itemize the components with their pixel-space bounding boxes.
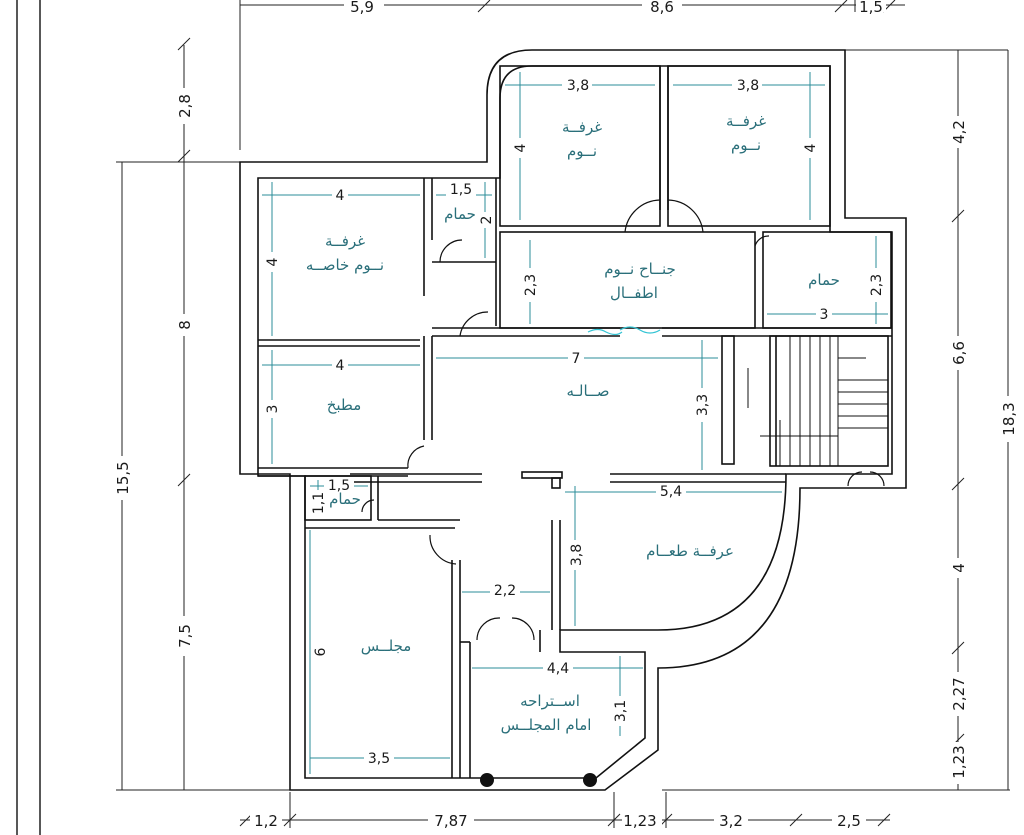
corridor: 2,2: [490, 583, 520, 599]
room-kitchen: 4 3 مطبخ: [264, 357, 361, 418]
room-bedroom-2: 3,8 4 غرفــة نــوم: [726, 78, 819, 158]
bedroom-2-name-2: نــوم: [731, 136, 761, 154]
room-kids-wing: 2,3 جنــاح نــوم اطفــال: [522, 260, 676, 302]
bath-right-name: حمام: [808, 271, 840, 289]
dim-right-2: 6,6: [950, 341, 968, 365]
room-lounge: 4,4 3,1 اســتراحه امام المجلــس: [501, 660, 629, 734]
dim-bottom-5: 2,5: [837, 812, 861, 830]
dim-top-3: 1,5: [859, 0, 883, 16]
private-bedroom-name-2: نــوم خاصــه: [306, 256, 384, 274]
dim-left-inner-1: 2,8: [176, 94, 194, 118]
dim-bottom-1: 1,2: [254, 812, 278, 830]
room-majlis: مجلــس 6 3,5: [312, 637, 411, 767]
dim-right-1: 4,2: [950, 120, 968, 144]
majlis-width: 3,5: [368, 751, 390, 767]
dining-width: 5,4: [660, 484, 682, 500]
bath-top-height: 2: [479, 216, 495, 225]
lounge-name-1: اســتراحه: [520, 692, 580, 710]
bath-top-name: حمام: [444, 205, 476, 223]
room-bath-small: 1,5 1,1 حمام: [310, 478, 361, 516]
room-bath-top: 1,5 2 حمام: [444, 182, 495, 228]
dining-name: عرفــة طعــام: [646, 542, 734, 560]
dim-top-2: 8,6: [650, 0, 674, 16]
bath-top-width: 1,5: [450, 182, 472, 198]
dim-bottom-3: 1,23: [623, 812, 656, 830]
bath-right-height: 2,3: [869, 274, 885, 296]
dim-right-outer: 18,3: [1000, 402, 1018, 435]
bath-right-width: 3: [820, 307, 829, 323]
kitchen-name: مطبخ: [327, 396, 362, 414]
hall-width: 7: [572, 351, 581, 367]
bath-small-width: 1,5: [328, 478, 350, 494]
room-private-bedroom: 4 4 غرفــة نــوم خاصــه: [264, 188, 384, 274]
bath-small-height: 1,1: [311, 492, 327, 514]
doors: [361, 199, 885, 641]
room-bath-right: حمام 2,3 3: [808, 268, 885, 323]
column-marker: [480, 773, 494, 787]
dim-right-3: 4: [950, 563, 968, 573]
dim-left-outer-1: 15,5: [114, 461, 132, 494]
dining-height: 3,8: [569, 544, 585, 566]
bedroom-2-height: 4: [803, 143, 819, 152]
bedroom-1-name-1: غرفــة: [562, 118, 602, 136]
kitchen-height: 3: [265, 405, 281, 414]
private-bedroom-width: 4: [336, 188, 345, 204]
bedroom-1-width: 3,8: [567, 78, 589, 94]
room-hall: 7 3,3 صــالـه: [566, 350, 711, 422]
dim-right-4: 2,27: [950, 677, 968, 710]
kids-wing-height: 2,3: [523, 274, 539, 296]
lounge-width: 4,4: [547, 661, 569, 677]
room-dining: 5,4 3,8 عرفــة طعــام: [568, 484, 734, 570]
hall-height: 3,3: [695, 394, 711, 416]
stairs: [747, 336, 888, 466]
kids-wing-name-1: جنــاح نــوم: [604, 260, 676, 278]
hall-name: صــالـه: [566, 382, 609, 400]
room-bedroom-1: 3,8 4 غرفــة نــوم: [512, 78, 602, 160]
lounge-height: 3,1: [613, 700, 629, 722]
corridor-width: 2,2: [494, 583, 516, 599]
dim-left-inner-2: 8: [176, 320, 194, 330]
dim-left-outer-2: 7,5: [176, 624, 194, 648]
dim-bottom-2: 7,87: [434, 812, 467, 830]
dim-bottom-4: 3,2: [719, 812, 743, 830]
private-bedroom-height: 4: [265, 257, 281, 266]
kids-wing-name-2: اطفــال: [610, 284, 658, 302]
bath-small-name: حمام: [329, 490, 361, 508]
dim-top-1: 5,9: [350, 0, 374, 16]
lounge-name-2: امام المجلــس: [501, 716, 592, 734]
bedroom-2-name-1: غرفــة: [726, 112, 766, 130]
bedroom-1-name-2: نــوم: [567, 142, 597, 160]
majlis-name: مجلــس: [361, 637, 412, 655]
kitchen-width: 4: [336, 358, 345, 374]
outer-dimension-labels: 5,9 8,6 1,5 1,2 7,87 1,23 3,2 2,5 15,5 7…: [112, 0, 1020, 830]
column-marker: [583, 773, 597, 787]
bedroom-1-height: 4: [513, 143, 529, 152]
majlis-height: 6: [313, 647, 329, 656]
bedroom-2-width: 3,8: [737, 78, 759, 94]
dim-right-5: 1,23: [950, 745, 968, 778]
walls: [239, 49, 907, 791]
private-bedroom-name-1: غرفــة: [325, 232, 365, 250]
